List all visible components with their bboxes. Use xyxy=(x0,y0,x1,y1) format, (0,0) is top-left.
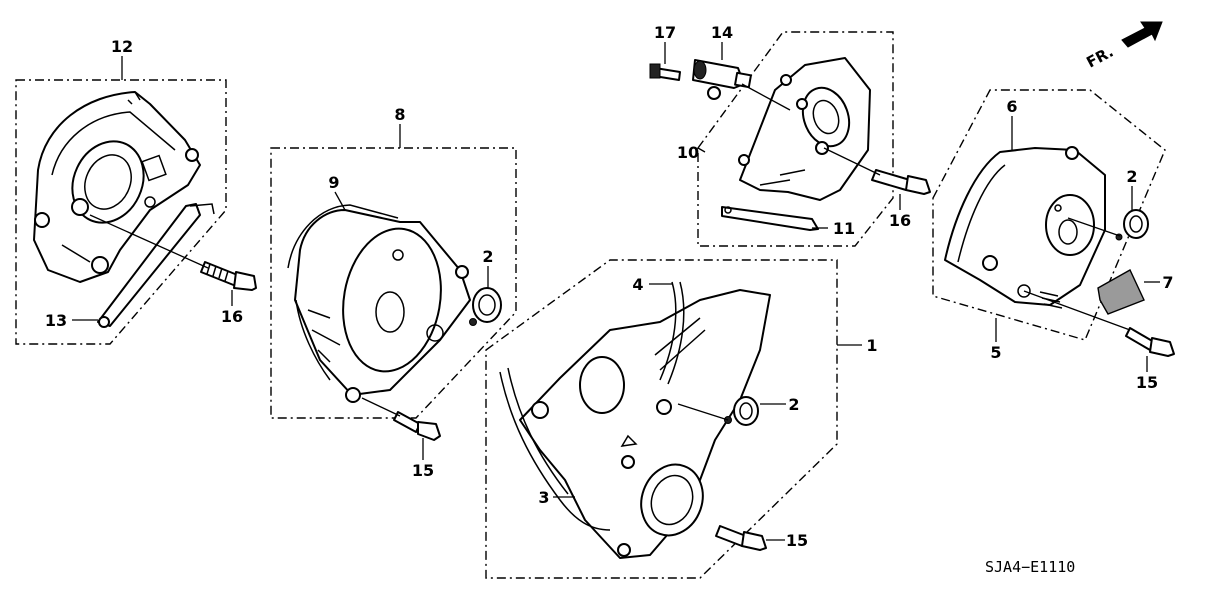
sensor-part-14 xyxy=(692,59,752,100)
bolt-part-17 xyxy=(649,63,681,81)
rear-timing-belt-cover-part-12 xyxy=(33,91,201,283)
timing-belt-lower-cover-part-1 xyxy=(519,289,771,559)
callout-14: 14 xyxy=(711,23,733,42)
grommet-2-right-cover xyxy=(1115,209,1149,241)
callout-3: 3 xyxy=(538,488,549,507)
callout-13: 13 xyxy=(45,311,67,330)
flange-bolt-15-lower xyxy=(715,525,767,551)
callout-2: 2 xyxy=(1126,167,1137,186)
callout-15: 15 xyxy=(786,531,808,550)
callout-7: 7 xyxy=(1162,273,1173,292)
seal-strip-part-3 xyxy=(499,367,611,531)
callout-11: 11 xyxy=(833,219,855,238)
callout-1: 1 xyxy=(866,336,877,355)
callout-9: 9 xyxy=(328,173,339,192)
callout-4: 4 xyxy=(632,275,643,294)
callout-16: 16 xyxy=(889,211,911,230)
callout-10: 10 xyxy=(677,143,699,162)
assembly-outline-12 xyxy=(15,79,227,345)
front-direction-arrow-icon xyxy=(1121,21,1163,48)
leader-lines xyxy=(72,42,1160,541)
flange-bolt-16-left xyxy=(200,261,257,291)
assembly-outline-1 xyxy=(485,259,838,579)
assembly-outline-5 xyxy=(932,89,1166,341)
callout-16: 16 xyxy=(221,307,243,326)
flange-bolt-15-right xyxy=(1125,327,1175,357)
cover-part-6 xyxy=(944,146,1106,309)
timing-belt-upper-cover-part-9 xyxy=(287,204,471,403)
assembly-outline-10 xyxy=(697,31,894,247)
callout-6: 6 xyxy=(1006,97,1017,116)
assembly-outline-8 xyxy=(270,147,517,419)
cover-part-10 xyxy=(738,57,871,201)
front-direction-label: FR. xyxy=(1083,43,1116,72)
belt-guide-rod-part-13 xyxy=(97,203,215,328)
callout-15: 15 xyxy=(412,461,434,480)
callout-2: 2 xyxy=(788,395,799,414)
grommet-2-lower-cover xyxy=(724,396,759,426)
callout-2: 2 xyxy=(482,247,493,266)
flange-bolt-16-right xyxy=(871,169,931,195)
seal-strip-part-4 xyxy=(659,281,685,385)
callout-15: 15 xyxy=(1136,373,1158,392)
gasket-strip-part-11 xyxy=(721,206,819,231)
callout-17: 17 xyxy=(654,23,676,42)
flange-bolt-15-upper xyxy=(393,411,441,441)
callout-8: 8 xyxy=(394,105,405,124)
label-plate-part-7 xyxy=(1097,269,1145,315)
callout-12: 12 xyxy=(111,37,133,56)
callout-5: 5 xyxy=(990,343,1001,362)
diagram-reference-code: SJA4−E1110 xyxy=(985,558,1075,576)
grommet-2-upper-cover xyxy=(469,287,502,326)
